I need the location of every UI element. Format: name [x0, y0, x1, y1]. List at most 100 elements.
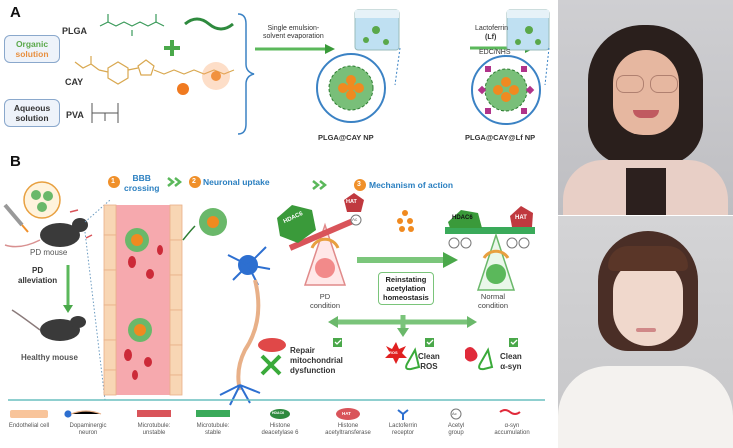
legend-4-line1: Histone [269, 423, 291, 429]
legend-item-mt-stable: Microtubule: stable [183, 423, 243, 437]
np1-label: PLGA@CAY NP [318, 133, 374, 142]
organic-box-line2: solution [15, 49, 49, 59]
pd-alleviation-line1: PD [32, 266, 44, 275]
step2-line2: (Lf) [485, 34, 497, 41]
pd-mouse-icon [4, 218, 88, 248]
pd-alleviation-line2: alleviation [18, 276, 58, 285]
ac-left-label: Ac [352, 217, 358, 222]
legend-5-line1: Histone [337, 423, 359, 429]
portrait-photo-2 [558, 216, 733, 448]
legend-3-line2: stable [204, 430, 221, 436]
legend-receptor-icon [397, 409, 409, 420]
legend-endothelial-icon [10, 410, 48, 418]
np2-label: PLGA@CAY@Lf NP [465, 133, 536, 142]
outcome-arrows [335, 315, 470, 330]
outcome-mito-label: Repair mitochondrial dysfunction [290, 346, 343, 376]
step-1-label: BBB crossing [124, 173, 159, 193]
outcome-ros-line2: ROS [420, 362, 438, 371]
legend-item-asyn: α-syn accumulation [484, 423, 540, 437]
organic-box-line1: Organic [15, 39, 49, 49]
legend-4-line2: deacetylase 6 [261, 430, 299, 436]
healthy-mouse-icon [11, 309, 86, 341]
outcome-mito-line1: Repair [290, 346, 315, 355]
legend-item-acetyl: Acetyl group [436, 423, 476, 437]
check-2-icon [425, 338, 434, 347]
legend-mt-stable-icon [196, 410, 230, 417]
hdac6-left-shape [277, 205, 316, 243]
outcome-ros-label: Clean ROS [418, 352, 440, 372]
beaker-2-icon [506, 9, 550, 51]
reinstating-box: Reinstating acetylation homeostasis [378, 272, 434, 305]
legend-2-line2: unstable [142, 430, 166, 436]
normal-condition-line1: Normal [480, 292, 506, 301]
legend-5-line2: acetyltransferase [325, 430, 371, 436]
step-2-label: Neuronal uptake [203, 177, 270, 187]
normal-condition-label: Normal condition [478, 292, 508, 310]
broom-2-icon [478, 347, 494, 371]
chevrons-1-icon [167, 177, 183, 187]
legend-6-line1: Lactoferrin [388, 423, 418, 429]
hdac6-right-label: HDAC6 [452, 215, 473, 221]
legend-item-hdac6: Histone deacetylase 6 [250, 423, 310, 437]
organic-solution-box: Organic solution [4, 35, 60, 63]
panel-a-letter: A [10, 4, 21, 21]
blood-vessel [103, 204, 183, 396]
polymer-chain-icon [184, 17, 234, 31]
mitochondria-icon [258, 338, 286, 352]
tools-icon [260, 354, 282, 376]
outcome-asyn-line1: Clean [500, 352, 522, 361]
legend-1-line2: neuron [78, 430, 98, 436]
outcome-asyn-line2: α-syn [500, 362, 522, 371]
legend-item-receptor: Lactoferrin receptor [378, 423, 428, 437]
portrait-photo-1 [558, 0, 733, 215]
pd-condition-line2: condition [310, 301, 341, 310]
pd-mouse-label: PD mouse [30, 248, 68, 257]
aqueous-box-line1: Aqueous [13, 103, 51, 113]
np2-circle [471, 55, 541, 125]
cay-label: CAY [65, 77, 84, 87]
pva-structure [91, 103, 119, 123]
ros-badge: ROS [389, 350, 398, 355]
hat-left-label: HAT [346, 199, 357, 205]
plga-label: PLGA [62, 26, 88, 36]
legend-hat-badge: HAT [342, 411, 351, 416]
panel-b-letter: B [10, 153, 21, 170]
cay-structure [74, 56, 235, 85]
legend-item-neuron: Dopaminergic neuron [58, 423, 118, 437]
step-3-label: Mechanism of action [369, 180, 454, 190]
drug-dots [397, 210, 414, 232]
cay-glow [202, 62, 230, 90]
np1-circle [316, 53, 386, 123]
axon-terminal-icon [219, 384, 261, 406]
step-1-number: 1 [111, 178, 115, 185]
cay-drug-dot [177, 83, 189, 95]
outcome-mito-line3: dysfunction [290, 366, 336, 375]
legend-mt-unstable-icon [137, 410, 171, 417]
outcome-ros-line1: Clean [418, 352, 440, 361]
legend-0-line1: Endothelial cell [8, 423, 50, 429]
legend-item-hat: Histone acetyltransferase [315, 423, 381, 437]
aqueous-solution-box: Aqueous solution [4, 99, 60, 127]
legend-2-line1: Microtubule: [137, 423, 171, 429]
legend-neuron-icon [64, 410, 102, 418]
legend-1-line1: Dopaminergic [69, 423, 107, 429]
pd-condition-line1: PD [319, 292, 331, 301]
step-1-line1: BBB [132, 173, 151, 183]
syringe-icon [3, 203, 29, 233]
legend-item-mt-unstable: Microtubule: unstable [124, 423, 184, 437]
step1-label: Single emulsion- solvent evaporation [263, 25, 324, 41]
reinstating-line2: acetylation [386, 284, 426, 293]
normal-face-icon [486, 264, 506, 284]
chevrons-2-icon [312, 180, 328, 190]
pd-alleviation-label: PD alleviation [18, 266, 57, 286]
legend-6-line2: receptor [391, 430, 414, 436]
reinstating-line3: homeostasis [383, 293, 429, 302]
np-crossing [199, 208, 227, 236]
seesaw-right [445, 227, 535, 291]
step1-line1: Single emulsion- [267, 25, 320, 32]
legend-item-endothelial: Endothelial cell [0, 423, 58, 430]
plus-icon [164, 40, 180, 56]
healthy-mouse-label: Healthy mouse [21, 353, 78, 362]
plga-structure [99, 14, 165, 36]
check-3-icon [509, 338, 518, 347]
